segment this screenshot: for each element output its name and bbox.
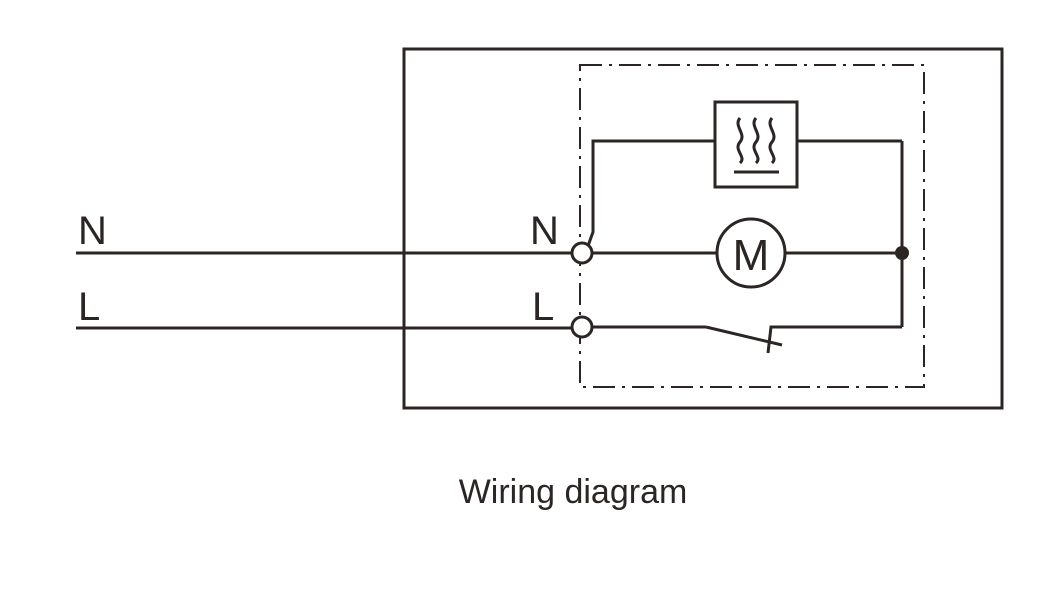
heating-element-icon (713, 100, 799, 189)
junction-dot (895, 246, 909, 260)
motor-icon: M (715, 217, 787, 289)
device-boundary (579, 64, 925, 388)
motor-label: M (733, 231, 770, 280)
live-terminal-label: L (532, 285, 554, 329)
neutral-terminal-label: N (530, 209, 559, 253)
diagram-caption: Wiring diagram (459, 473, 688, 511)
enclosure-outline (402, 47, 1004, 410)
switch-contact (766, 325, 902, 354)
neutral-line-label: N (78, 209, 107, 253)
neutral-terminal (570, 241, 594, 265)
live-terminal (570, 315, 594, 339)
live-line-label: L (78, 285, 100, 329)
heater-branch-wire (586, 139, 715, 247)
